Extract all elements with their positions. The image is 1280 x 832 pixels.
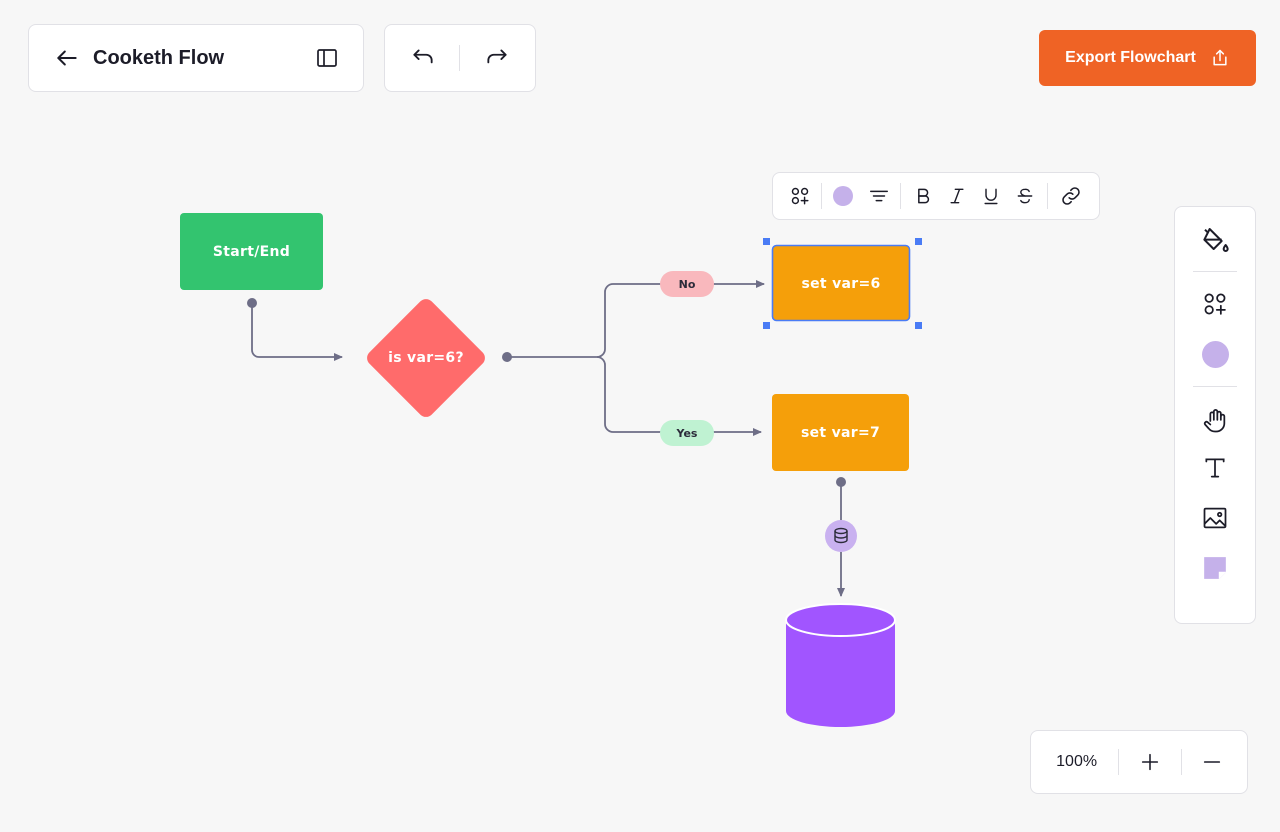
process-yes-label: set var=7: [801, 425, 880, 441]
export-flowchart-button[interactable]: Export Flowchart: [1039, 30, 1256, 86]
decision-node[interactable]: is var=6?: [364, 296, 488, 420]
zoom-level[interactable]: 100%: [1056, 753, 1098, 770]
selection-handles[interactable]: [763, 238, 922, 329]
toolbar-divider: [900, 183, 901, 209]
text-align-icon[interactable]: [864, 177, 894, 215]
shapes-icon[interactable]: [781, 177, 819, 215]
history-divider: [459, 45, 461, 71]
decision-label: is var=6?: [388, 350, 464, 366]
branch-no-label: No: [679, 278, 696, 291]
color-swatch[interactable]: [824, 177, 862, 215]
title-panel: Cooketh Flow: [28, 24, 364, 92]
bold-icon[interactable]: [907, 177, 939, 215]
text-tool-icon[interactable]: [1193, 443, 1237, 493]
undo-icon[interactable]: [403, 38, 443, 78]
zoom-divider: [1180, 749, 1182, 775]
strikethrough-icon[interactable]: [1009, 177, 1041, 215]
zoom-out-icon[interactable]: [1182, 738, 1243, 786]
project-title[interactable]: Cooketh Flow: [93, 46, 225, 69]
format-toolbar: [772, 172, 1100, 220]
toolbar-divider: [1047, 183, 1048, 209]
toolbar-divider: [821, 183, 822, 209]
back-arrow-icon[interactable]: [51, 42, 83, 74]
image-icon[interactable]: [1193, 493, 1237, 543]
tool-palette: [1174, 206, 1256, 624]
connector-dot: [836, 477, 846, 487]
selection-handle[interactable]: [915, 322, 922, 329]
link-icon[interactable]: [1054, 177, 1088, 215]
process-node-set-var-7[interactable]: set var=7: [772, 394, 909, 471]
hand-icon[interactable]: [1193, 399, 1237, 443]
selection-handle[interactable]: [763, 238, 770, 245]
branch-yes-pill[interactable]: Yes: [660, 420, 714, 446]
italic-icon[interactable]: [941, 177, 973, 215]
selection-handle[interactable]: [763, 322, 770, 329]
fill-bucket-icon[interactable]: [1193, 219, 1237, 263]
palette-divider: [1193, 386, 1237, 387]
process-no-label: set var=6: [801, 276, 880, 292]
connector-start-to-decision[interactable]: [251, 303, 343, 361]
selection-handle[interactable]: [915, 238, 922, 245]
branch-no-pill[interactable]: No: [660, 271, 714, 297]
underline-icon[interactable]: [975, 177, 1007, 215]
connector-dot: [247, 298, 257, 308]
add-shapes-icon[interactable]: [1193, 282, 1237, 326]
start-end-label: Start/End: [213, 244, 290, 260]
connector-branch-yes[interactable]: [596, 356, 762, 436]
export-label: Export Flowchart: [1065, 49, 1196, 66]
database-connector-badge[interactable]: [825, 520, 857, 552]
zoom-divider: [1118, 749, 1120, 775]
zoom-panel: 100%: [1030, 730, 1248, 794]
connector-branch-no[interactable]: [596, 280, 765, 358]
color-swatch[interactable]: [1193, 330, 1237, 378]
history-panel: [384, 24, 536, 92]
zoom-in-icon[interactable]: [1119, 738, 1180, 786]
process-node-set-var-6[interactable]: set var=6: [771, 244, 911, 322]
branch-yes-label: Yes: [676, 427, 698, 440]
redo-icon[interactable]: [477, 38, 517, 78]
database-node[interactable]: [785, 603, 896, 727]
start-end-node[interactable]: Start/End: [180, 213, 323, 290]
database-icon: [834, 527, 848, 544]
connector-dot: [502, 352, 512, 362]
sticky-note-icon[interactable]: [1193, 543, 1237, 593]
share-icon: [1210, 48, 1230, 68]
sidebar-toggle-icon[interactable]: [311, 42, 343, 74]
palette-divider: [1193, 271, 1237, 272]
